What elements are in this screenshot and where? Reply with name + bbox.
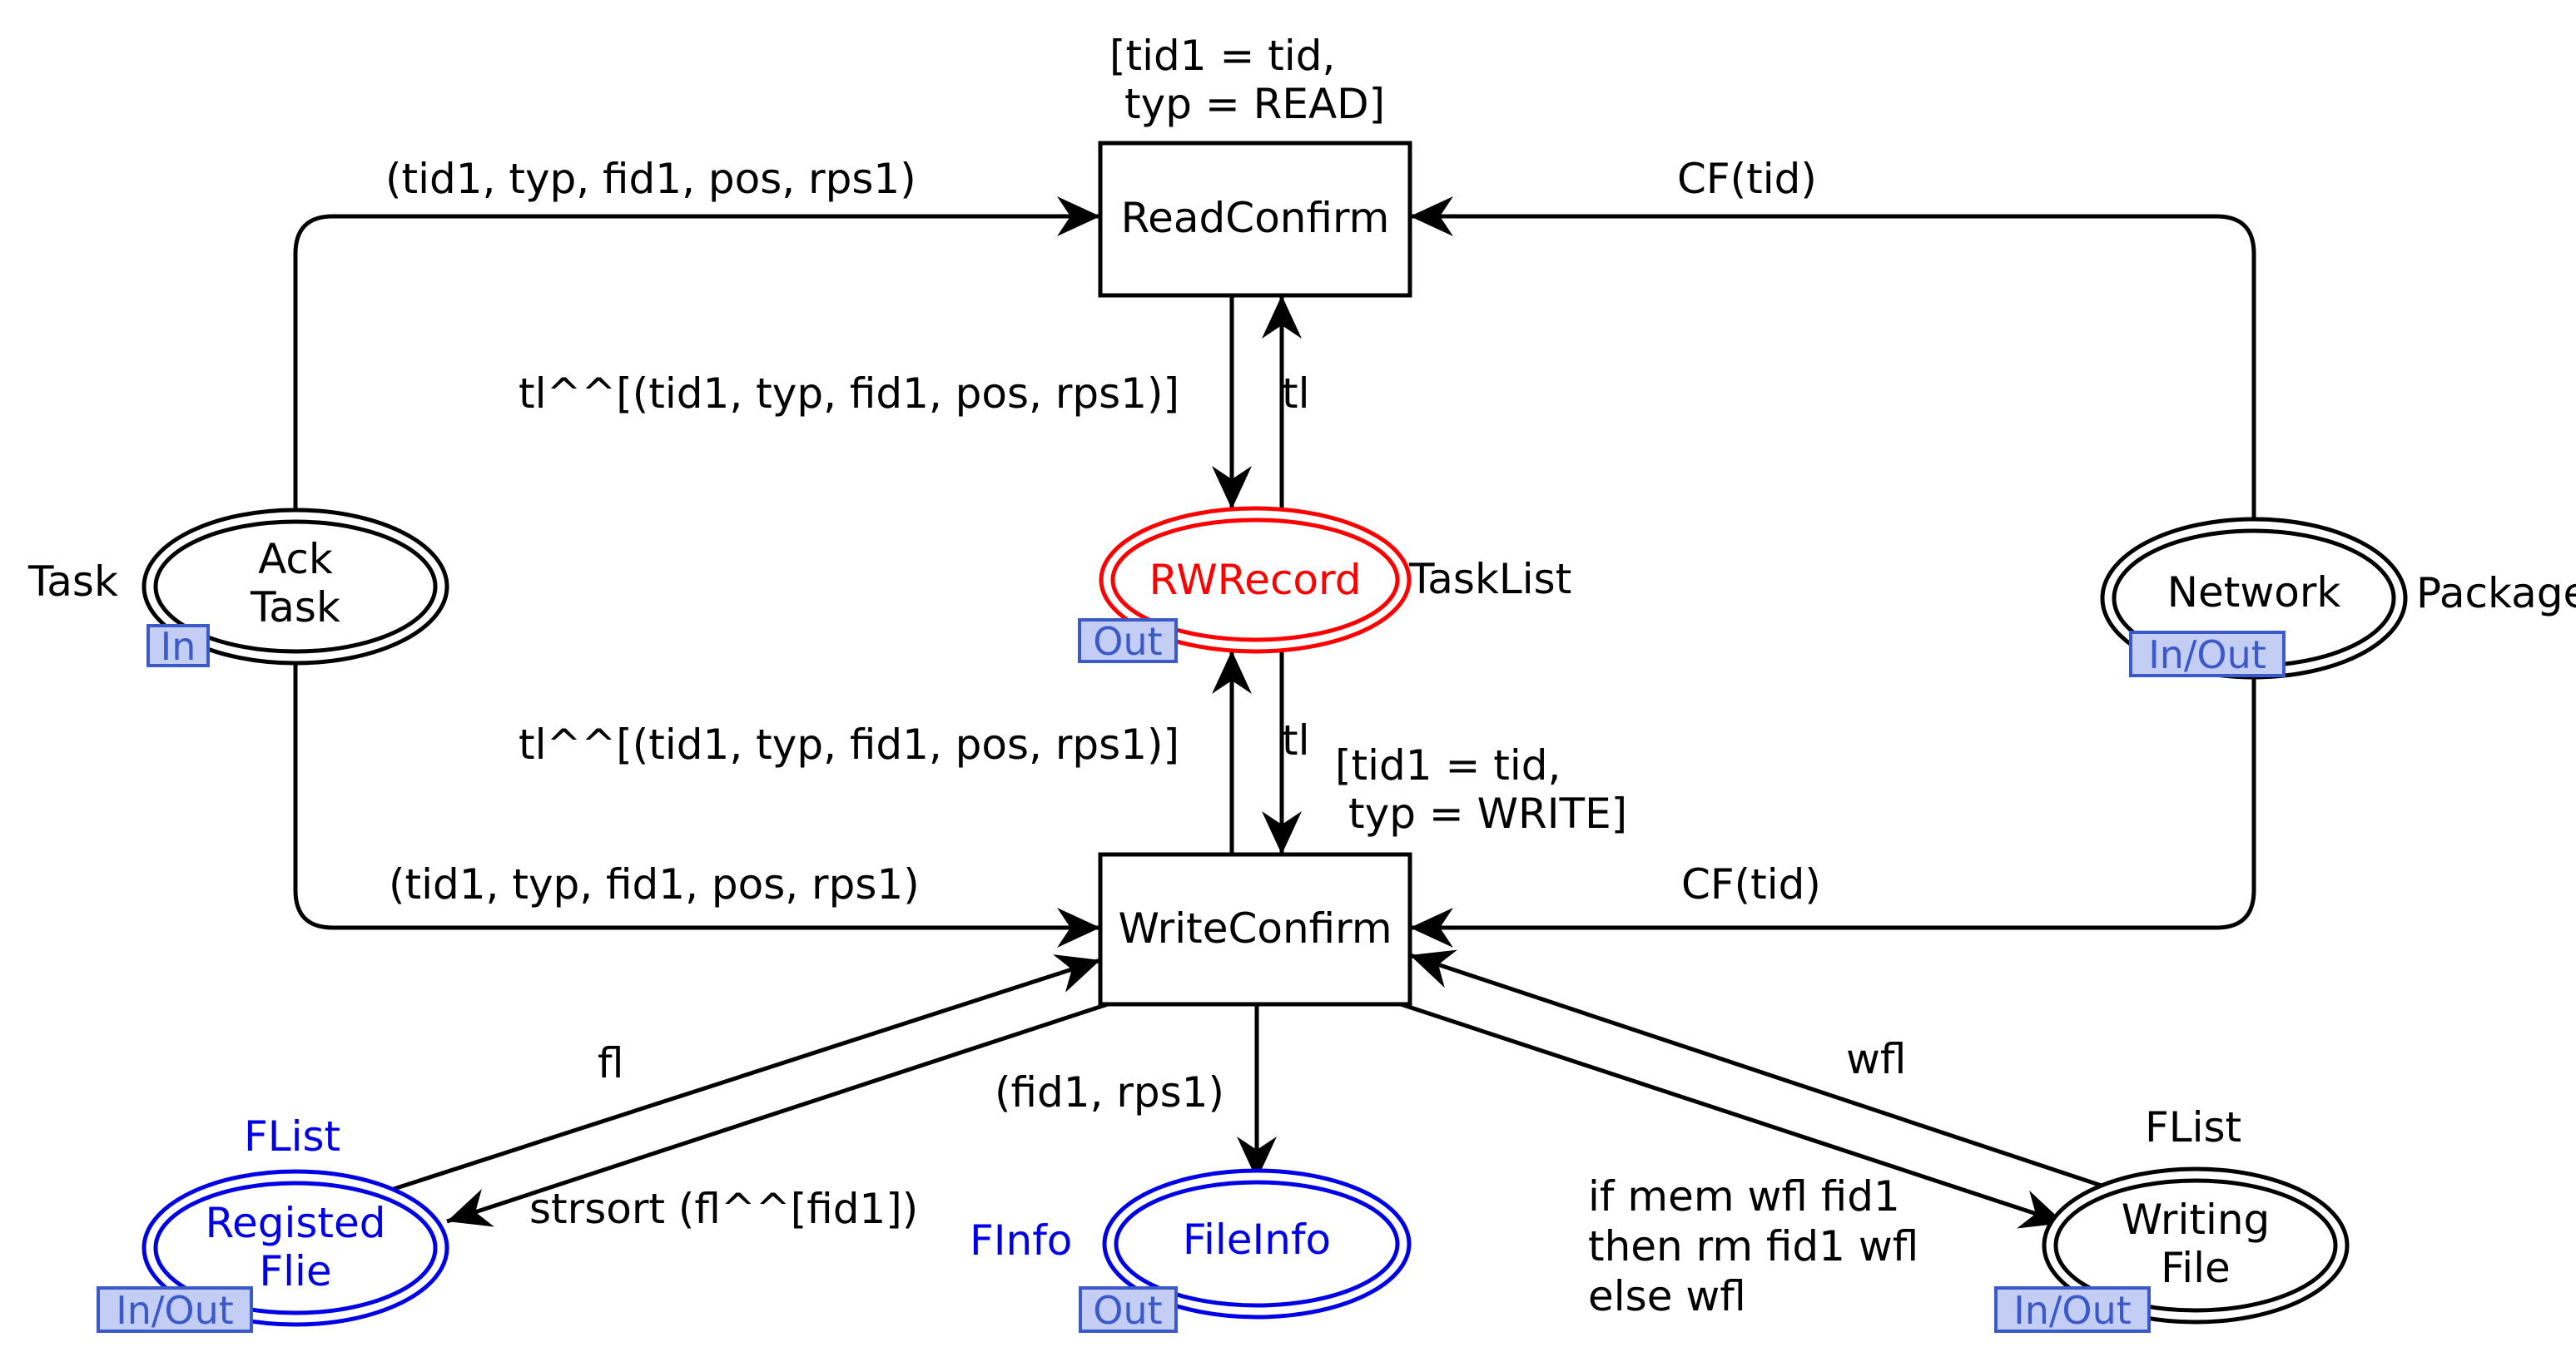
registed-flie-type: FList — [244, 1112, 340, 1161]
fileinfo-label: FileInfo — [1183, 1216, 1331, 1264]
inscription-write-to-writing-line3: else wfl — [1588, 1272, 1746, 1320]
inscription-write-to-rw: tl^^[(tid1, typ, fid1, pos, rps1)] — [519, 721, 1179, 769]
rwrecord-type: TaskList — [1408, 555, 1571, 603]
arc-ack-to-write — [293, 663, 1100, 948]
inscription-rw-to-read: tl — [1282, 369, 1310, 418]
arc-ack-to-read — [293, 196, 1100, 511]
inscription-reg-to-write: fl — [598, 1039, 624, 1087]
registed-flie-port: In/Out — [116, 1288, 234, 1333]
fileinfo-port-tag: Out — [1079, 1286, 1178, 1333]
inscription-write-to-info: (fid1, rps1) — [995, 1068, 1224, 1117]
writing-file-port: In/Out — [2013, 1288, 2132, 1333]
writing-file-label-line1: Writing — [2122, 1196, 2271, 1244]
place-fileinfo[interactable]: FileInfo — [1102, 1168, 1412, 1320]
arc-network-to-write — [1410, 677, 2256, 948]
registed-flie-label-line1: Registed — [205, 1199, 385, 1247]
ack-task-type: Task — [27, 557, 118, 606]
inscription-writing-to-write: wfl — [1846, 1035, 1906, 1083]
writing-file-label-line2: File — [2161, 1244, 2231, 1292]
ack-task-label-line2: Task — [250, 583, 340, 631]
arc-writing-to-write — [1409, 949, 2115, 1192]
inscription-rw-to-write: tl — [1282, 716, 1310, 765]
network-port: In/Out — [2148, 632, 2266, 677]
readconfirm-label: ReadConfirm — [1121, 194, 1390, 242]
inscription-net-to-read: CF(tid) — [1677, 155, 1817, 203]
place-rwrecord[interactable]: RWRecord — [1099, 506, 1412, 654]
rwrecord-port: Out — [1093, 619, 1162, 664]
inscription-ack-to-read: (tid1, typ, fid1, pos, rps1) — [385, 155, 916, 203]
writing-file-port-tag: In/Out — [1994, 1286, 2151, 1333]
readconfirm-guard-line1: [tid1 = tid, — [1109, 32, 1335, 80]
inscription-net-to-write: CF(tid) — [1681, 860, 1821, 909]
fileinfo-type: FInfo — [970, 1216, 1072, 1265]
ack-task-label-line1: Ack — [258, 535, 333, 583]
inscription-ack-to-write: (tid1, typ, fid1, pos, rps1) — [389, 860, 920, 909]
inscription-write-to-writing-line1: if mem wfl fid1 — [1588, 1172, 1900, 1221]
writeconfirm-guard-line2: typ = WRITE] — [1348, 790, 1627, 838]
arc-write-to-registed — [446, 1001, 1111, 1227]
inscription-read-to-rw: tl^^[(tid1, typ, fid1, pos, rps1)] — [519, 369, 1179, 418]
inscription-write-to-reg: strsort (fl^^[fid1]) — [529, 1185, 918, 1233]
rwrecord-port-tag: Out — [1078, 618, 1178, 664]
network-label: Network — [2167, 568, 2341, 617]
arc-network-to-read — [1410, 196, 2256, 519]
readconfirm-guard-line2: typ = READ] — [1124, 80, 1385, 128]
arc-write-to-writing — [1397, 1001, 2065, 1229]
place-ack-task[interactable]: Ack Task — [141, 508, 449, 666]
arc-registed-to-write — [390, 954, 1101, 1192]
registed-flie-port-tag: In/Out — [97, 1286, 253, 1333]
ack-task-port: In — [161, 624, 196, 669]
rwrecord-label: RWRecord — [1149, 556, 1362, 604]
transition-readconfirm[interactable]: ReadConfirm — [1098, 141, 1412, 298]
arcs — [293, 196, 2256, 1229]
network-type: Package — [2416, 569, 2576, 617]
network-port-tag: In/Out — [2129, 631, 2286, 677]
transition-writeconfirm[interactable]: WriteConfirm — [1098, 852, 1412, 1007]
writeconfirm-label: WriteConfirm — [1118, 904, 1392, 953]
inscription-write-to-writing-line2: then rm fid1 wfl — [1588, 1222, 1918, 1270]
ack-task-port-tag: In — [146, 624, 210, 669]
writeconfirm-guard-line1: [tid1 = tid, — [1335, 741, 1561, 790]
place-writing-file[interactable]: Writing File — [2042, 1166, 2350, 1325]
fileinfo-port: Out — [1093, 1288, 1162, 1333]
registed-flie-label-line2: Flie — [259, 1247, 331, 1295]
writing-file-type: FList — [2145, 1103, 2241, 1151]
